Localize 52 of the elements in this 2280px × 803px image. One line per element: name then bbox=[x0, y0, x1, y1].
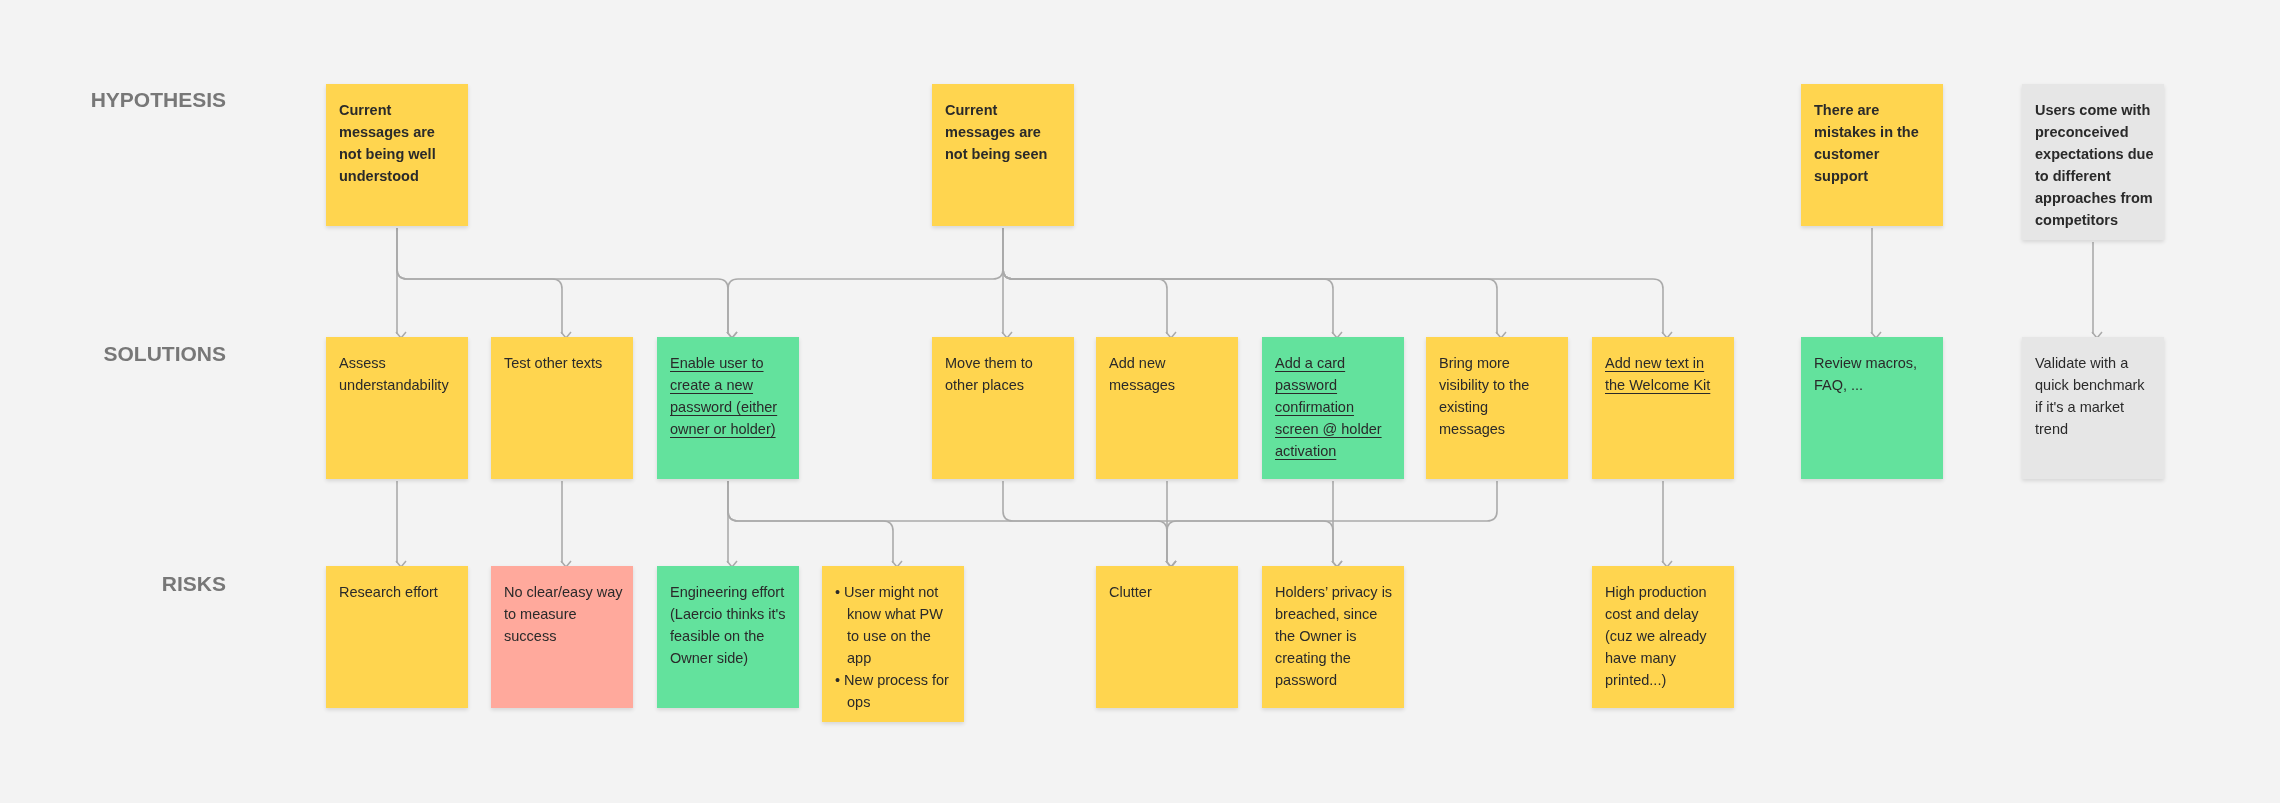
arrow bbox=[1870, 227, 1882, 339]
list-item: • New process for ops bbox=[835, 671, 950, 712]
sticky-note bbox=[2022, 337, 2164, 479]
note-text: Move them to other places bbox=[945, 354, 1034, 395]
note-link: Add a card password confirmation screen @ holder activation bbox=[1275, 354, 1383, 461]
sticky-note bbox=[1426, 337, 1568, 479]
note-text: Review macros, FAQ, ... bbox=[1814, 354, 1919, 395]
sticky-note bbox=[326, 84, 468, 226]
note-text: Assess understandability bbox=[339, 354, 450, 395]
list-item: • User might not know what PW to use on the app bbox=[835, 583, 944, 668]
note-text: Research effort bbox=[339, 583, 439, 602]
arrow bbox=[1165, 480, 1498, 568]
arrow bbox=[395, 480, 407, 568]
sticky-note bbox=[932, 84, 1074, 226]
row-heading: SOLUTIONS bbox=[103, 342, 226, 366]
sticky-note bbox=[657, 566, 799, 708]
sticky-note bbox=[491, 566, 633, 708]
sticky-note bbox=[326, 566, 468, 708]
arrow bbox=[2091, 241, 2103, 339]
note-text: High production cost and delay (cuz we already have many printed...) bbox=[1605, 583, 1708, 690]
note-text: No clear/easy way to measure success bbox=[504, 583, 623, 646]
note-text: Users come with preconceived expectations due to different approaches from competitors bbox=[2035, 101, 2154, 230]
note-link: Add new text in the Welcome Kit bbox=[1605, 354, 1712, 395]
sticky-note bbox=[326, 337, 468, 479]
arrow bbox=[1661, 480, 1673, 568]
sticky-note bbox=[1096, 566, 1238, 708]
sticky-note bbox=[932, 337, 1074, 479]
sticky-note bbox=[491, 337, 633, 479]
row-heading: RISKS bbox=[161, 572, 226, 596]
note-text: Validate with a quick benchmark if it's a market trend bbox=[2035, 354, 2146, 439]
note-text: Test other texts bbox=[504, 354, 604, 373]
note-text: Current messages are not being seen bbox=[945, 101, 1049, 164]
sticky-note bbox=[1096, 337, 1238, 479]
row-heading: HYPOTHESIS bbox=[90, 88, 226, 112]
sticky-note bbox=[1801, 337, 1943, 479]
sticky-note bbox=[1262, 337, 1404, 479]
sticky-note bbox=[822, 566, 964, 722]
note-text: Clutter bbox=[1109, 583, 1153, 602]
note-link: Enable user to create a new password (either owner or holder) bbox=[670, 354, 779, 439]
note-text: Bring more visibility to the existing messages bbox=[1439, 354, 1531, 439]
note-text: There are mistakes in the customer support bbox=[1814, 101, 1920, 186]
sticky-note bbox=[1592, 566, 1734, 708]
note-text: Add new messages bbox=[1109, 354, 1177, 395]
sticky-note bbox=[1592, 337, 1734, 479]
sticky-note bbox=[1801, 84, 1943, 226]
sticky-note bbox=[657, 337, 799, 479]
arrow bbox=[560, 480, 572, 568]
note-text: Engineering effort (Laercio thinks it's feasible on the Owner side) bbox=[670, 583, 787, 668]
sticky-note bbox=[1262, 566, 1404, 708]
note-text: Holders’ privacy is breached, since the Owner is creating the password bbox=[1275, 583, 1394, 690]
note-text: Current messages are not being well understood bbox=[339, 101, 437, 186]
arrow bbox=[1331, 480, 1343, 568]
